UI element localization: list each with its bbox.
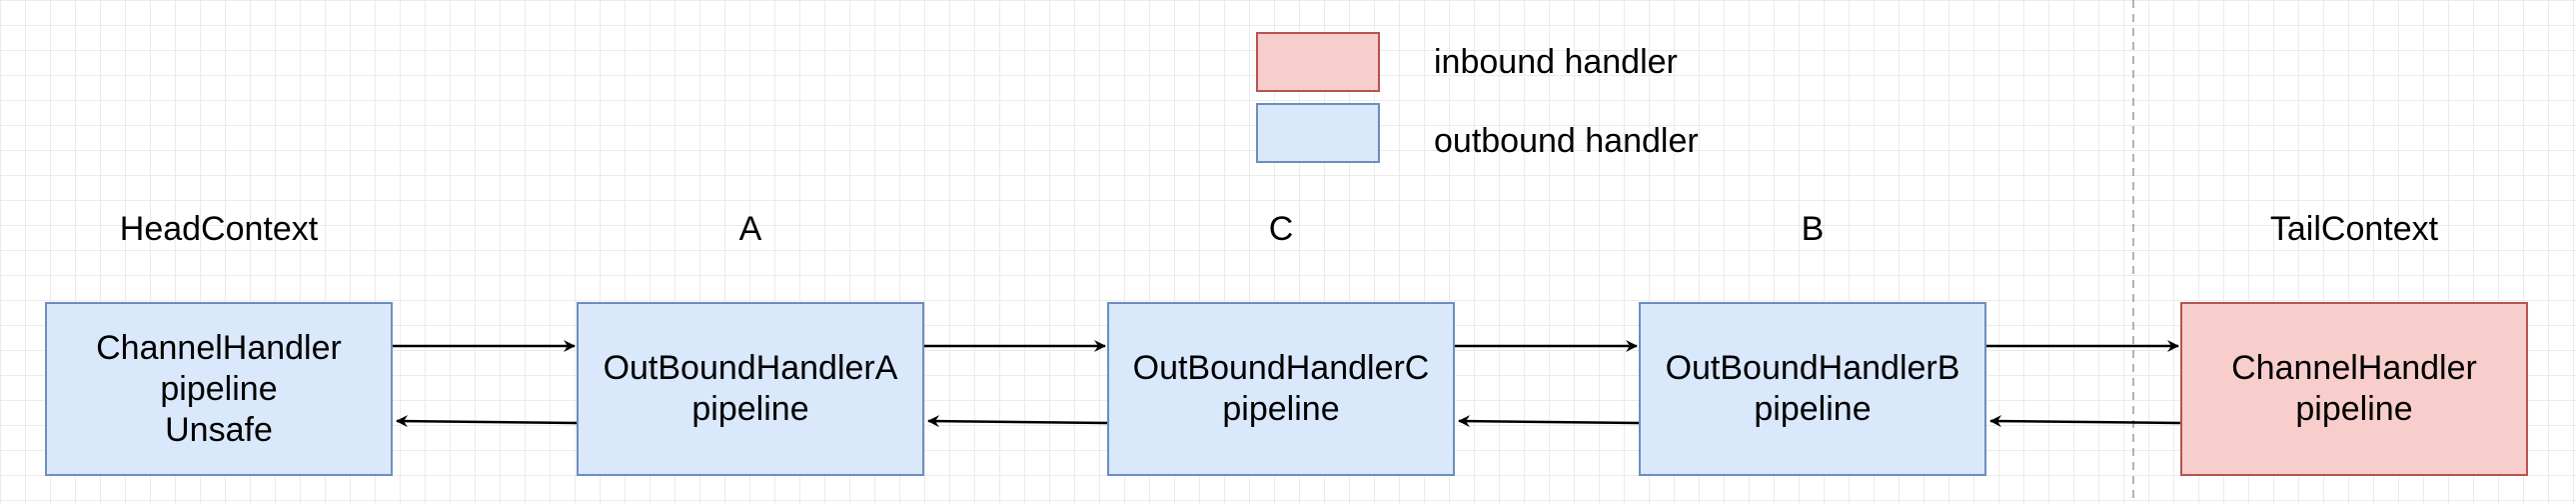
context-title-head: HeadContext xyxy=(119,210,319,248)
node-head-line-1: ChannelHandler xyxy=(96,328,342,367)
node-outbound-handler-b: OutBoundHandlerB pipeline xyxy=(1639,302,1986,476)
node-b-line-2: pipeline xyxy=(1754,390,1872,428)
node-head-line-3: Unsafe xyxy=(165,410,273,449)
legend-inbound-label: inbound handler xyxy=(1434,43,1678,81)
node-c-line-1: OutBoundHandlerC xyxy=(1132,349,1430,387)
node-tail-line-1: ChannelHandler xyxy=(2231,349,2477,387)
node-c-line-2: pipeline xyxy=(1222,390,1340,428)
node-tail-context: ChannelHandler pipeline xyxy=(2180,302,2528,476)
node-head-context: ChannelHandler pipeline Unsafe xyxy=(45,302,393,476)
context-title-b: B xyxy=(1801,210,1825,248)
node-b-line-1: OutBoundHandlerB xyxy=(1665,349,1960,387)
node-head-line-2: pipeline xyxy=(160,369,278,408)
node-outbound-handler-c: OutBoundHandlerC pipeline xyxy=(1107,302,1455,476)
node-outbound-handler-a: OutBoundHandlerA pipeline xyxy=(577,302,924,476)
context-title-tail: TailContext xyxy=(2269,210,2439,248)
backward-arrow-4 xyxy=(1989,415,2181,428)
backward-arrow-2 xyxy=(927,415,1108,428)
legend-outbound-label: outbound handler xyxy=(1434,122,1699,160)
legend-outbound-swatch xyxy=(1256,103,1380,163)
node-tail-line-2: pipeline xyxy=(2295,390,2413,428)
legend-inbound-swatch xyxy=(1256,32,1380,92)
context-title-c: C xyxy=(1268,210,1294,248)
node-a-line-2: pipeline xyxy=(691,390,809,428)
backward-arrow-1 xyxy=(396,415,578,428)
backward-arrow-3 xyxy=(1458,415,1640,428)
node-a-line-1: OutBoundHandlerA xyxy=(603,349,898,387)
context-title-a: A xyxy=(738,210,762,248)
